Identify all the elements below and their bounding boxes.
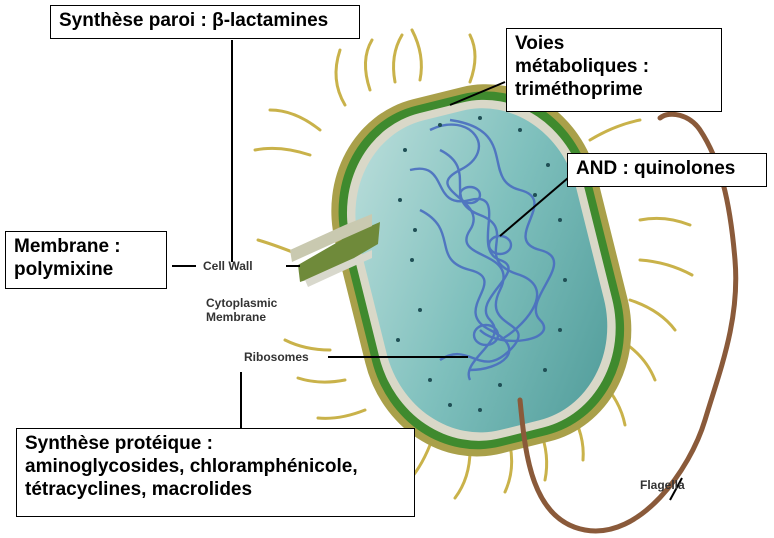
callout-protein-line2: aminoglycosides, chloramphénicole, — [25, 455, 406, 478]
label-flagella-text: Flagella — [640, 478, 685, 492]
callout-protein-synthesis: Synthèse protéique : aminoglycosides, ch… — [16, 428, 415, 517]
label-cytoplasmic-line2: Membrane — [206, 310, 277, 324]
label-ribosomes: Ribosomes — [244, 350, 309, 364]
callout-metabolic-pathways: Voies métaboliques : triméthoprime — [506, 28, 722, 112]
callout-metabolic-line2: métaboliques : — [515, 55, 713, 78]
callout-metabolic-line3: triméthoprime — [515, 78, 713, 101]
cell-body — [306, 61, 656, 480]
label-cytoplasmic-membrane: Cytoplasmic Membrane — [206, 296, 277, 324]
callout-membrane-line2: polymixine — [14, 258, 158, 281]
callout-dna-text: AND : quinolones — [576, 157, 758, 180]
label-cell-wall: Cell Wall — [203, 259, 253, 273]
label-flagella: Flagella — [640, 478, 685, 492]
callout-dna: AND : quinolones — [567, 153, 767, 187]
label-cytoplasmic-line1: Cytoplasmic — [206, 296, 277, 310]
callout-metabolic-line1: Voies — [515, 32, 713, 55]
label-ribosomes-text: Ribosomes — [244, 350, 309, 364]
callout-protein-line1: Synthèse protéique : — [25, 432, 406, 455]
callout-membrane-line1: Membrane : — [14, 235, 158, 258]
label-cell-wall-text: Cell Wall — [203, 259, 253, 273]
callout-cell-wall-synthesis-text: Synthèse paroi : β-lactamines — [59, 9, 351, 32]
callout-protein-line3: tétracyclines, macrolides — [25, 478, 406, 501]
callout-membrane: Membrane : polymixine — [5, 231, 167, 289]
callout-cell-wall-synthesis: Synthèse paroi : β-lactamines — [50, 5, 360, 39]
